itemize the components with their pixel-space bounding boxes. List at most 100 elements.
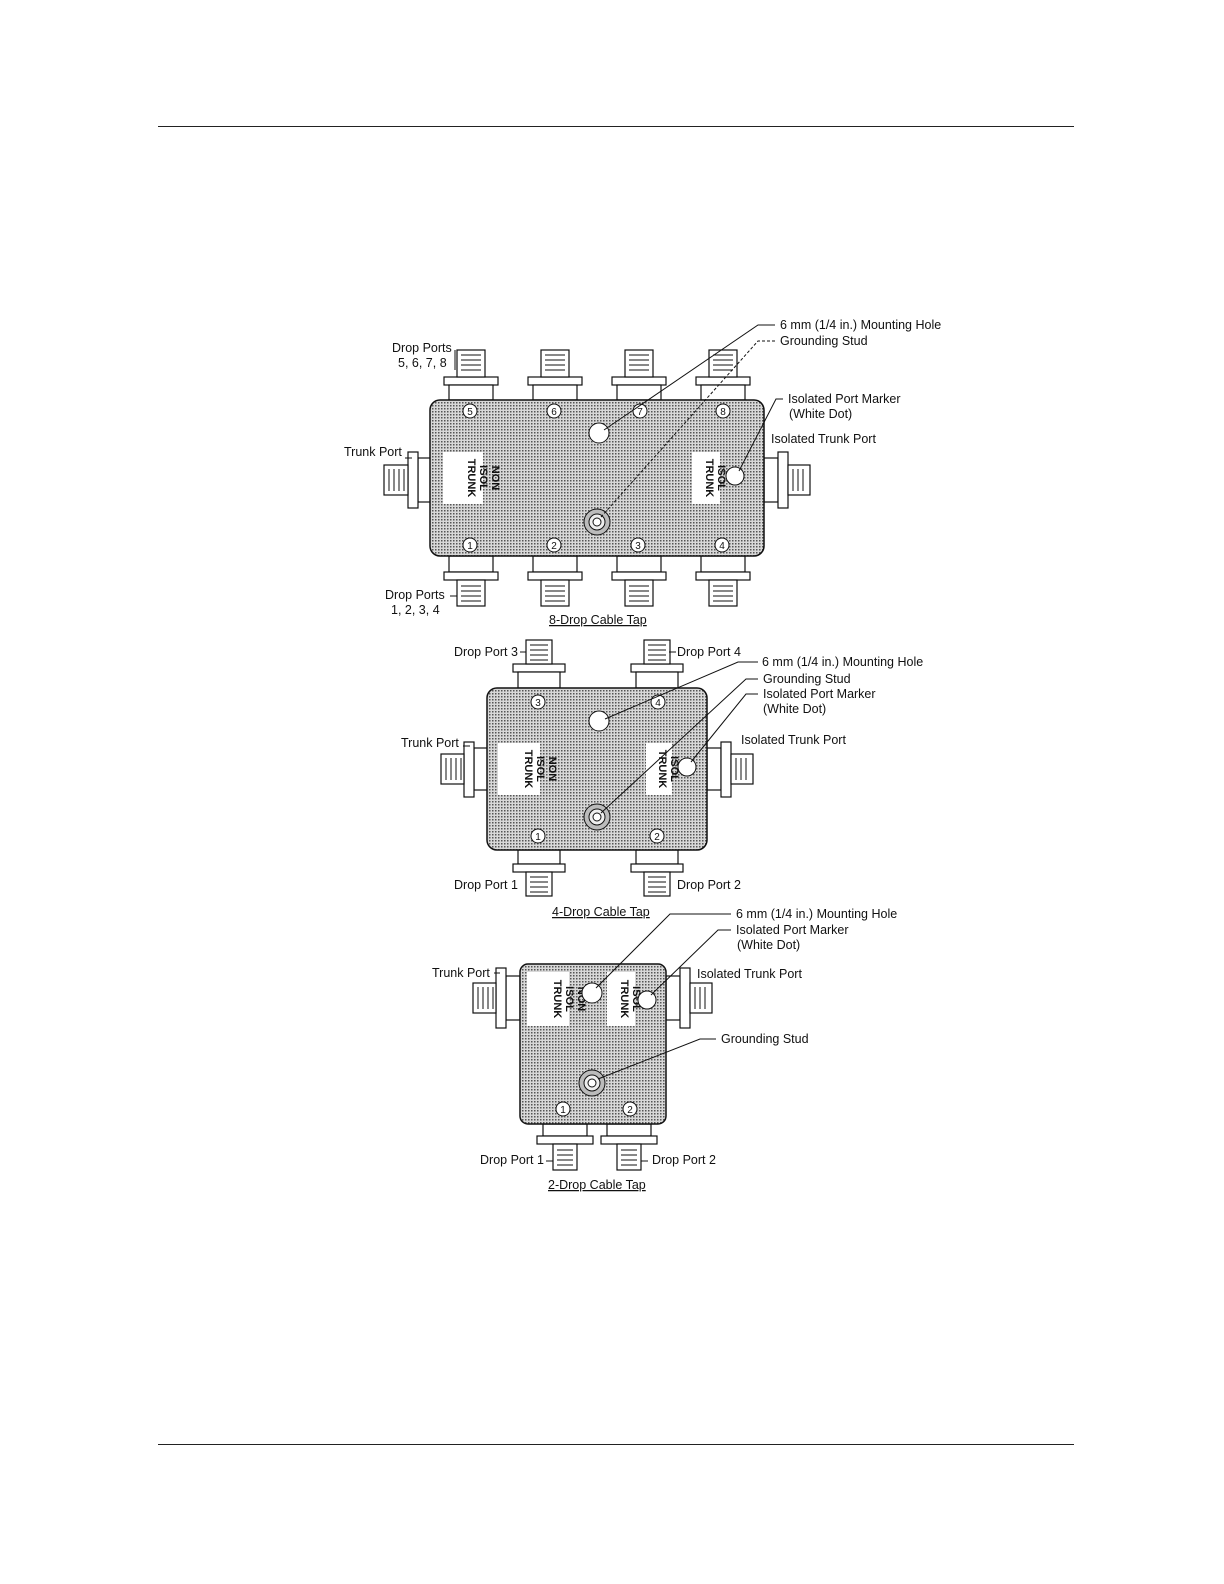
tap2-bottom-connectors	[536, 1123, 658, 1171]
tap2-port-numbers: 1 2	[555, 1101, 638, 1117]
tap-4-drop: NON ISOL TRUNK ISOL TRUNK 3 4 1 2 Drop P…	[401, 639, 923, 919]
tap4-stud-leader	[600, 678, 758, 814]
tap8-drop-ports-top-label: Drop Ports	[392, 341, 452, 355]
tap4-drop-port-3-label: Drop Port 3	[454, 645, 518, 659]
tap4-bottom-connectors	[512, 849, 684, 897]
tap8-trunk-connector	[383, 451, 433, 509]
tap4-drop-port-2-label: Drop Port 2	[677, 878, 741, 892]
tap4-trunk-port-label: Trunk Port	[401, 736, 459, 750]
tap2-grounding-stud-label: Grounding Stud	[721, 1032, 809, 1046]
tap4-white-dot-label: (White Dot)	[763, 702, 826, 716]
tap2-port-num: 2	[627, 1105, 633, 1116]
tap8-grounding-stud-label: Grounding Stud	[780, 334, 868, 348]
tap4-port-num: 2	[654, 832, 660, 843]
tap8-port-num: 5	[467, 407, 473, 418]
tap4-port-numbers: 3 4 1 2	[530, 694, 666, 844]
tap4-drop-port-1-label: Drop Port 1	[454, 878, 518, 892]
tap8-caption: 8-Drop Cable Tap	[549, 613, 647, 627]
tap4-isol-line1: ISOL	[668, 756, 680, 782]
tap8-isolated-marker-label: Isolated Port Marker	[788, 392, 901, 406]
tap2-trunk-port-label: Trunk Port	[432, 966, 490, 980]
tap-2-drop: NON ISOL TRUNK ISOL TRUNK 1 2 6 mm (1/4 …	[432, 907, 897, 1192]
tap8-non-isol-label-box	[443, 452, 483, 504]
tap8-grounding-stud	[583, 508, 611, 536]
footer-rule	[158, 1444, 1074, 1445]
tap2-isolated-trunk-connector	[665, 967, 713, 1029]
tap8-bottom-connectors	[443, 555, 751, 607]
tap8-isolated-marker-dot	[725, 466, 745, 486]
tap2-non-isol-line2: ISOL	[563, 986, 575, 1012]
tap2-mounting-leader	[595, 913, 731, 989]
tap2-trunk-connector	[472, 967, 521, 1029]
tap4-isolated-marker-dot	[677, 757, 697, 777]
tap2-drop-port-1-label: Drop Port 1	[480, 1153, 544, 1167]
tap2-white-dot-label: (White Dot)	[737, 938, 800, 952]
tap4-trunk-connector	[440, 741, 489, 798]
tap4-mounting-hole-label: 6 mm (1/4 in.) Mounting Hole	[762, 655, 923, 669]
tap8-port-num: 7	[637, 407, 643, 418]
tap4-non-isol-line3: TRUNK	[522, 750, 534, 789]
tap4-port-num: 1	[535, 832, 541, 843]
tap8-top-connectors	[443, 349, 751, 401]
tap8-isol-label-box	[692, 452, 720, 504]
tap8-port-num: 6	[551, 407, 557, 418]
tap8-housing	[429, 399, 765, 557]
tap4-isolated-trunk-connector	[706, 741, 754, 798]
tap4-caption: 4-Drop Cable Tap	[552, 905, 650, 919]
tap4-drop-port-4-label: Drop Port 4	[677, 645, 741, 659]
tap2-port-num: 1	[560, 1105, 566, 1116]
tap2-caption: 2-Drop Cable Tap	[548, 1178, 646, 1192]
tap4-mounting-hole	[588, 710, 610, 732]
tap8-marker-leader	[738, 398, 783, 472]
tap2-isol-line2: TRUNK	[618, 980, 630, 1019]
tap8-non-isol-line3: TRUNK	[465, 459, 477, 498]
tap-8-drop: NON ISOL TRUNK ISOL TRUNK 5 6 7 8 1 2 3 …	[344, 318, 941, 627]
tap4-housing	[486, 687, 708, 851]
tap8-port-num: 8	[720, 407, 726, 418]
tap8-drop-ports-top-nums: 5, 6, 7, 8	[398, 356, 447, 370]
tap8-isolated-trunk-connector	[763, 451, 811, 509]
tap2-non-isol-line3: TRUNK	[551, 980, 563, 1019]
tap4-port-num: 3	[535, 698, 541, 709]
tap8-drop-ports-bottom-nums: 1, 2, 3, 4	[391, 603, 440, 617]
tap2-non-isol-label-box	[527, 972, 569, 1026]
tap8-port-numbers: 5 6 7 8 1 2 3 4	[462, 403, 731, 553]
tap2-stud-leader	[597, 1038, 716, 1080]
tap4-marker-leader	[690, 693, 758, 763]
tap4-non-isol-line1: NON	[546, 757, 558, 782]
tap8-port-num: 4	[719, 541, 725, 552]
tap4-isolated-marker-label: Isolated Port Marker	[763, 687, 876, 701]
tap2-grounding-stud	[578, 1069, 606, 1097]
tap8-port-num: 1	[467, 541, 473, 552]
tap8-mounting-leader	[603, 324, 775, 431]
tap2-mounting-hole-label: 6 mm (1/4 in.) Mounting Hole	[736, 907, 897, 921]
tap2-isol-label-box	[607, 972, 635, 1026]
header-rule	[158, 126, 1074, 127]
tap4-port-num: 4	[655, 698, 661, 709]
tap4-mounting-leader	[604, 661, 758, 720]
tap4-top-connectors	[512, 639, 684, 689]
tap8-drop-ports-bottom-label: Drop Ports	[385, 588, 445, 602]
tap4-isolated-trunk-label: Isolated Trunk Port	[741, 733, 846, 747]
tap2-isol-line1: ISOL	[630, 986, 642, 1012]
tap2-marker-leader	[650, 929, 731, 996]
tap4-non-isol-line2: ISOL	[534, 756, 546, 782]
tap8-isol-line1: ISOL	[715, 465, 727, 491]
tap2-isolated-marker-label: Isolated Port Marker	[736, 923, 849, 937]
tap8-isol-line2: TRUNK	[703, 459, 715, 498]
tap2-drop-port-2-label: Drop Port 2	[652, 1153, 716, 1167]
tap8-trunk-port-label: Trunk Port	[344, 445, 402, 459]
tap8-mounting-hole-label: 6 mm (1/4 in.) Mounting Hole	[780, 318, 941, 332]
tap8-stud-leader	[600, 340, 775, 518]
tap8-port-num: 3	[635, 541, 641, 552]
tap4-non-isol-label-box	[498, 743, 540, 795]
tap2-isolated-trunk-label: Isolated Trunk Port	[697, 967, 802, 981]
tap8-mounting-hole	[588, 422, 610, 444]
tap8-port-num: 2	[551, 541, 557, 552]
tap2-isolated-marker-dot	[637, 990, 657, 1010]
tap4-isol-line2: TRUNK	[656, 750, 668, 789]
tap8-non-isol-line1: NON	[489, 466, 501, 491]
tap8-non-isol-line2: ISOL	[477, 465, 489, 491]
tap4-grounding-stud-label: Grounding Stud	[763, 672, 851, 686]
